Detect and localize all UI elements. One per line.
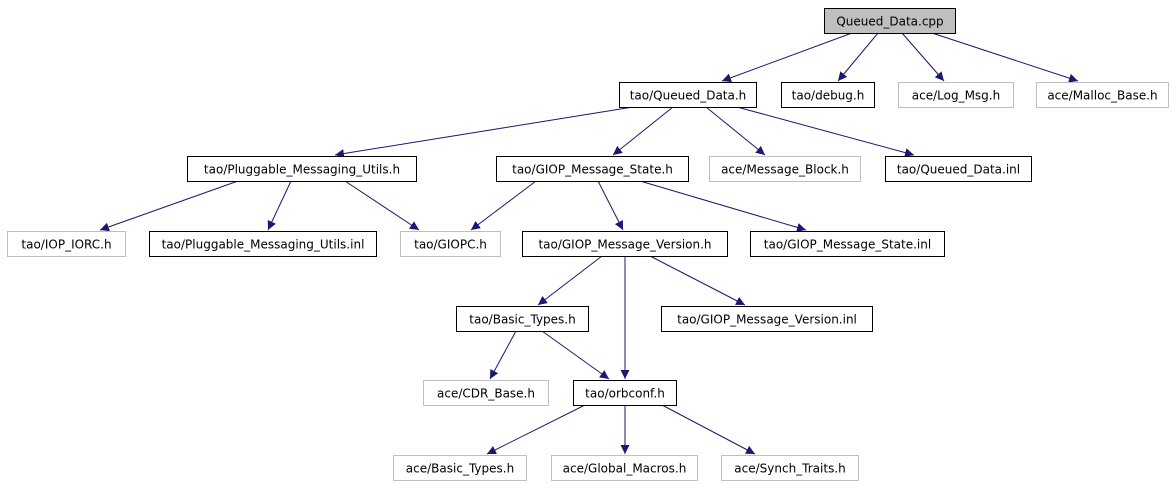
node-box: [750, 231, 945, 257]
node-ace-cdr-base-h: ace/CDR_Base.h: [423, 380, 549, 406]
edge-tao-giop-message-version-h-to-tao-basic-types-h: [537, 255, 603, 306]
edge-tao-orbconf-h-to-ace-basic-types-h: [486, 404, 586, 455]
node-label: ace/Basic_Types.h: [406, 462, 514, 476]
node-box: [551, 455, 698, 481]
node-tao-iop-iorc-h: tao/IOP_IORC.h: [7, 231, 126, 257]
node-label: tao/IOP_IORC.h: [21, 238, 111, 252]
node-box: [661, 306, 873, 332]
edge-tao-giop-message-state-h-to-tao-giop-message-state-inl: [639, 180, 807, 232]
node-queued-data-cpp[interactable]: Queued_Data.cpp: [824, 8, 956, 34]
node-label: ace/Malloc_Base.h: [1047, 89, 1157, 103]
node-tao-pluggable-messaging-utils-h[interactable]: tao/Pluggable_Messaging_Utils.h: [187, 156, 417, 182]
edge-tao-giop-message-state-h-to-tao-giop-message-version-h: [597, 180, 624, 231]
node-box: [149, 231, 377, 257]
edge-tao-pluggable-messaging-utils-h-to-tao-pluggable-messaging-utils-inl: [267, 180, 292, 231]
node-box: [781, 82, 875, 108]
edge-tao-queued-data-h-to-tao-queued-data-inl: [736, 106, 915, 157]
node-tao-pluggable-messaging-utils-inl[interactable]: tao/Pluggable_Messaging_Utils.inl: [149, 231, 377, 257]
node-box: [496, 156, 689, 182]
edge-tao-queued-data-h-to-ace-message-block-h: [705, 106, 766, 156]
node-tao-giopc-h: tao/GIOPC.h: [400, 231, 501, 257]
edge-tao-pluggable-messaging-utils-h-to-tao-iop-iorc-h: [99, 180, 239, 232]
nodes-layer: Queued_Data.cpp tao/Queued_Data.h tao/debu…: [7, 8, 1169, 481]
node-ace-basic-types-h: ace/Basic_Types.h: [393, 455, 527, 481]
node-ace-malloc-base-h: ace/Malloc_Base.h: [1036, 82, 1169, 108]
node-label: ace/Message_Block.h: [721, 163, 849, 177]
edges-layer: [99, 32, 1079, 455]
edge-tao-basic-types-h-to-ace-cdr-base-h: [489, 330, 517, 380]
node-ace-global-macros-h: ace/Global_Macros.h: [551, 455, 698, 481]
node-label: tao/GIOP_Message_Version.inl: [677, 313, 857, 327]
node-box: [1036, 82, 1169, 108]
node-label: tao/GIOP_Message_State.inl: [764, 238, 931, 252]
node-tao-queued-data-h[interactable]: tao/Queued_Data.h: [619, 82, 757, 108]
node-label: tao/Queued_Data.h: [630, 89, 747, 103]
node-label: Queued_Data.cpp: [836, 15, 943, 29]
node-box: [7, 231, 126, 257]
node-box: [456, 306, 589, 332]
edge-tao-queued-data-h-to-tao-pluggable-messaging-utils-h: [334, 106, 634, 159]
node-label: ace/Log_Msg.h: [912, 89, 1000, 103]
node-label: tao/GIOPC.h: [414, 238, 487, 252]
edge-queued-data-cpp-to-tao-queued-data-h: [721, 32, 853, 83]
node-tao-debug-h[interactable]: tao/debug.h: [781, 82, 875, 108]
node-box: [400, 231, 501, 257]
edge-tao-giop-message-version-h-to-tao-giop-message-version-inl: [649, 255, 746, 306]
node-label: tao/Pluggable_Messaging_Utils.h: [204, 163, 400, 177]
node-box: [709, 156, 861, 182]
edge-tao-basic-types-h-to-tao-orbconf-h: [541, 330, 610, 380]
node-tao-orbconf-h[interactable]: tao/orbconf.h: [573, 380, 677, 406]
node-label: tao/orbconf.h: [585, 387, 665, 401]
node-box: [824, 8, 956, 34]
node-box: [187, 156, 417, 182]
node-label: tao/Basic_Types.h: [469, 313, 575, 327]
edge-tao-giop-message-state-h-to-tao-giopc-h: [470, 180, 537, 231]
node-box: [573, 380, 677, 406]
node-ace-synch-traits-h: ace/Synch_Traits.h: [721, 455, 859, 481]
node-box: [619, 82, 757, 108]
node-box: [898, 82, 1014, 108]
edge-tao-pluggable-messaging-utils-h-to-tao-giopc-h: [344, 180, 420, 231]
node-box: [721, 455, 859, 481]
node-box: [885, 156, 1032, 182]
node-tao-basic-types-h[interactable]: tao/Basic_Types.h: [456, 306, 589, 332]
node-label: tao/Pluggable_Messaging_Utils.inl: [162, 238, 365, 252]
node-label: ace/Synch_Traits.h: [734, 462, 845, 476]
node-label: ace/Global_Macros.h: [563, 462, 687, 476]
node-label: tao/GIOP_Message_Version.h: [538, 238, 711, 252]
node-tao-giop-message-version-inl[interactable]: tao/GIOP_Message_Version.inl: [661, 306, 873, 332]
node-tao-giop-message-version-h[interactable]: tao/GIOP_Message_Version.h: [522, 231, 728, 257]
node-ace-message-block-h: ace/Message_Block.h: [709, 156, 861, 182]
edge-tao-orbconf-h-to-ace-synch-traits-h: [661, 404, 756, 455]
node-box: [522, 231, 728, 257]
node-label: tao/GIOP_Message_State.h: [512, 163, 673, 177]
node-ace-log-msg-h: ace/Log_Msg.h: [898, 82, 1014, 108]
node-tao-giop-message-state-h[interactable]: tao/GIOP_Message_State.h: [496, 156, 689, 182]
node-tao-queued-data-inl[interactable]: tao/Queued_Data.inl: [885, 156, 1032, 182]
edge-queued-data-cpp-to-ace-log-msg-h: [901, 32, 945, 82]
node-label: tao/Queued_Data.inl: [897, 163, 1020, 177]
edge-queued-data-cpp-to-ace-malloc-base-h: [931, 32, 1079, 83]
node-label: tao/debug.h: [792, 89, 865, 103]
node-label: ace/CDR_Base.h: [437, 387, 535, 401]
edge-queued-data-cpp-to-tao-debug-h: [837, 32, 879, 82]
node-tao-giop-message-state-inl[interactable]: tao/GIOP_Message_State.inl: [750, 231, 945, 257]
edge-tao-queued-data-h-to-tao-giop-message-state-h: [612, 106, 674, 156]
node-box: [423, 380, 549, 406]
node-box: [393, 455, 527, 481]
